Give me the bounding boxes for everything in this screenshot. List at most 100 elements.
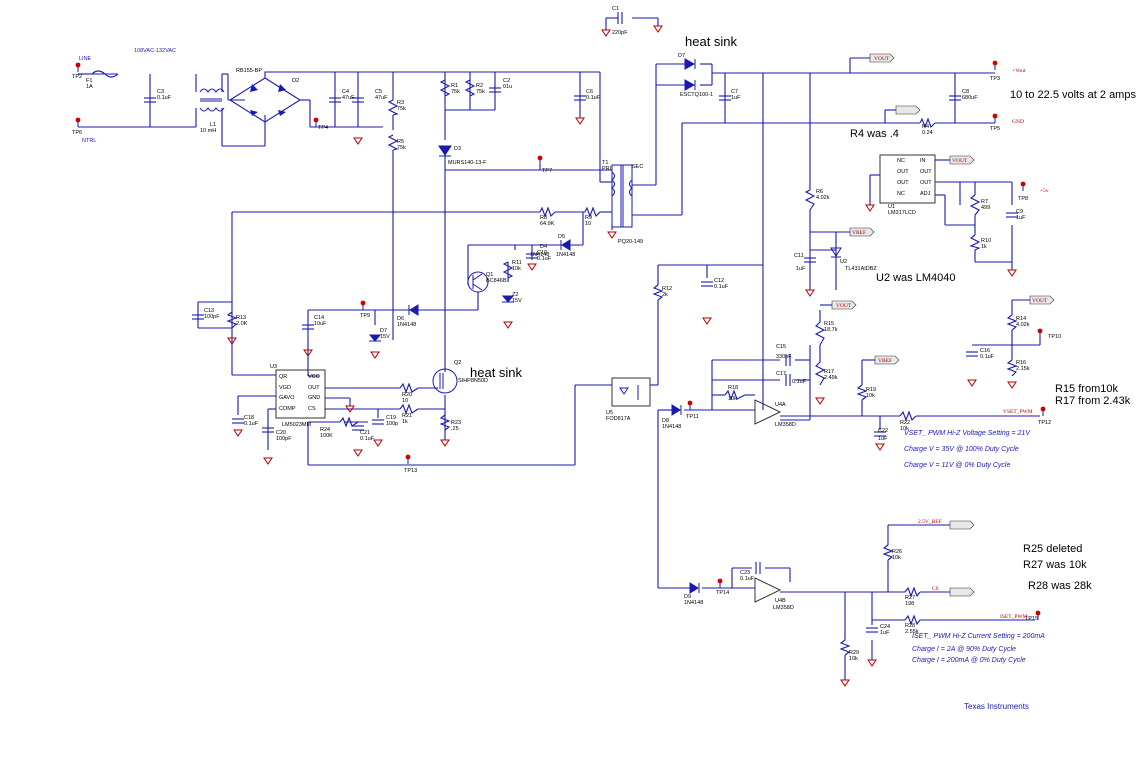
- r4-change-note: R4 was .4: [850, 128, 899, 140]
- label-components-c21-0: C21: [360, 430, 370, 436]
- net-ref25: 2.5V_REF: [918, 519, 942, 525]
- label-components-u4a-0: U4A: [775, 402, 786, 408]
- tp4-label: TP4: [318, 125, 328, 131]
- label-components-c14-1: 10uF: [314, 321, 327, 327]
- wire-network: [78, 17, 1041, 680]
- label-components-r20-1: 10: [402, 398, 408, 404]
- label-components-u4b-0: U4B: [775, 598, 786, 604]
- label-components-r6-1: 4.02k: [816, 195, 830, 201]
- label-components-r2-0: R2: [476, 83, 483, 89]
- label-components-c17-1: 0.1uF: [792, 379, 807, 385]
- label-nets-vout_flag: VOUT: [952, 158, 968, 164]
- label-components-c15-0: C15: [776, 344, 786, 350]
- tp5-label: TP5: [990, 126, 1000, 132]
- label-components-r16-1: 2.15k: [1016, 366, 1030, 372]
- opamp-u4a: [754, 399, 782, 425]
- label-components-r4-1: 0.24: [922, 130, 933, 136]
- label-pins-u3-3: COMP: [279, 406, 296, 412]
- label-nets-vout_flag: VOUT: [836, 303, 852, 309]
- label-components-u1-0: U1: [888, 204, 895, 210]
- label-components-r11-1: 10k: [512, 266, 521, 272]
- label-components-c22-1: 1uF: [878, 436, 888, 442]
- net-gnd: GND: [1012, 119, 1024, 125]
- shunt-ref-u2: [830, 247, 842, 258]
- net-flags: [831, 53, 1055, 597]
- label-components-r13-1: 2.0K: [236, 321, 248, 327]
- label-components-c11-0: C11: [794, 253, 804, 259]
- label-components-r10-0: R10: [981, 238, 991, 244]
- label-components-d5-0: D5: [558, 234, 565, 240]
- label-components-c5-0: C5: [375, 89, 382, 95]
- label-components-r22-0: R22: [900, 420, 910, 426]
- label-components-t1_pri-0: PRI: [602, 166, 612, 172]
- tp8-label: TP8: [1018, 196, 1028, 202]
- label-components-c8-1: 680uF: [962, 95, 978, 101]
- label-components-c20-1: 100pF: [276, 436, 292, 442]
- label-components-r27-1: 198: [905, 601, 914, 607]
- label-pins-u3-1: VGD: [279, 385, 291, 391]
- label-pins-u3-0: QR: [279, 374, 287, 380]
- label-components-r9-1: 10: [585, 221, 591, 227]
- label-components-u4b-1: LM358D: [773, 605, 794, 611]
- label-components-c16-0: C16: [980, 348, 990, 354]
- label-pins-u1-4: IN: [920, 158, 926, 164]
- label-components-c2-0: C2: [503, 78, 510, 84]
- diode-symbols: [368, 58, 700, 594]
- label-components-c1-1: 220pF: [612, 30, 628, 36]
- label-components-r2-1: 75k: [476, 89, 485, 95]
- net-iset: ISET_PWM: [1000, 614, 1028, 620]
- label-components-d9-0: D9: [684, 594, 691, 600]
- label-components-d9-1: 1N4148: [684, 600, 703, 606]
- net-labels: +Vout GND +5v VSET_PWM ISET_PWM 2.5V_REF…: [836, 56, 1049, 620]
- label-components-c6-0: C6: [586, 89, 593, 95]
- label-components-r26-0: R26: [892, 549, 902, 555]
- tp2-label: TP2: [72, 74, 82, 80]
- label-pins-u1-2: OUT: [897, 180, 909, 186]
- label-components-d7-0: D7: [678, 53, 685, 59]
- bridge-rectifier: [228, 77, 302, 123]
- label-components-r12-1: 2k: [662, 292, 668, 298]
- label-components-c4-1: 47uF: [342, 95, 355, 101]
- r28-change-note: R28 was 28k: [1028, 580, 1092, 592]
- label-components-c12-1: 0.1uF: [714, 284, 729, 290]
- label-components-r13-0: R13: [236, 315, 246, 321]
- label-components-q2-0: Q2: [454, 360, 461, 366]
- vset-setting-note: VSET_ PWM Hi-Z Voltage Setting = 21V: [904, 430, 1031, 437]
- label-components-rb-0: RB155-BP: [236, 68, 262, 74]
- label-components-c7-1: 1uF: [731, 95, 741, 101]
- label-components-c12-0: C12: [714, 278, 724, 284]
- label-components-l1-1: 10 mH: [200, 128, 216, 134]
- label-pins-u1-5: OUT: [920, 169, 932, 175]
- label-components-c1-0: C1: [612, 6, 619, 12]
- label-components-r26-1: 10k: [892, 555, 901, 561]
- label-pins-u1-1: OUT: [897, 169, 909, 175]
- label-components-r24-1: 100K: [320, 433, 333, 439]
- fuse-rating: 1A: [86, 84, 93, 90]
- label-components-c13-0: C13: [204, 308, 214, 314]
- label-components-c9-1: 1uF: [1016, 215, 1026, 221]
- label-components-c23-1: 0.1uF: [740, 576, 755, 582]
- input-voltage-range: 108VAC-132VAC: [134, 48, 176, 54]
- label-components-r5-0: R5: [397, 139, 404, 145]
- label-components-c24-1: 1uF: [880, 630, 890, 636]
- label-components-r1-0: R1: [451, 83, 458, 89]
- label-components-c11-1: 1uF: [796, 266, 806, 272]
- label-components-r18-0: R18: [728, 385, 738, 391]
- mosfet-q2: [432, 368, 458, 394]
- label-components-d6-1: 1N4148: [397, 322, 416, 328]
- label-components-c19-0: C19: [386, 415, 396, 421]
- label-components-c9-0: C9: [1016, 209, 1023, 215]
- testpoint-markers: [75, 60, 1046, 621]
- label-components-d3-1: MURS140-13-F: [448, 160, 487, 166]
- label-components-d8-1: 1N4148: [662, 424, 681, 430]
- label-pins-u1-7: ADJ: [920, 191, 931, 197]
- label-nets-vout_flag: VOUT: [1032, 298, 1048, 304]
- tp12-label: TP12: [1038, 420, 1051, 426]
- fuse-f1: [91, 70, 119, 78]
- label-components-c23-0: C23: [740, 570, 750, 576]
- label-components-u5-0: U5: [606, 410, 613, 416]
- label-components-r9-0: R9: [585, 215, 592, 221]
- label-components-c6-1: 0.1uF: [586, 95, 601, 101]
- label-components-r29-0: R29: [849, 650, 859, 656]
